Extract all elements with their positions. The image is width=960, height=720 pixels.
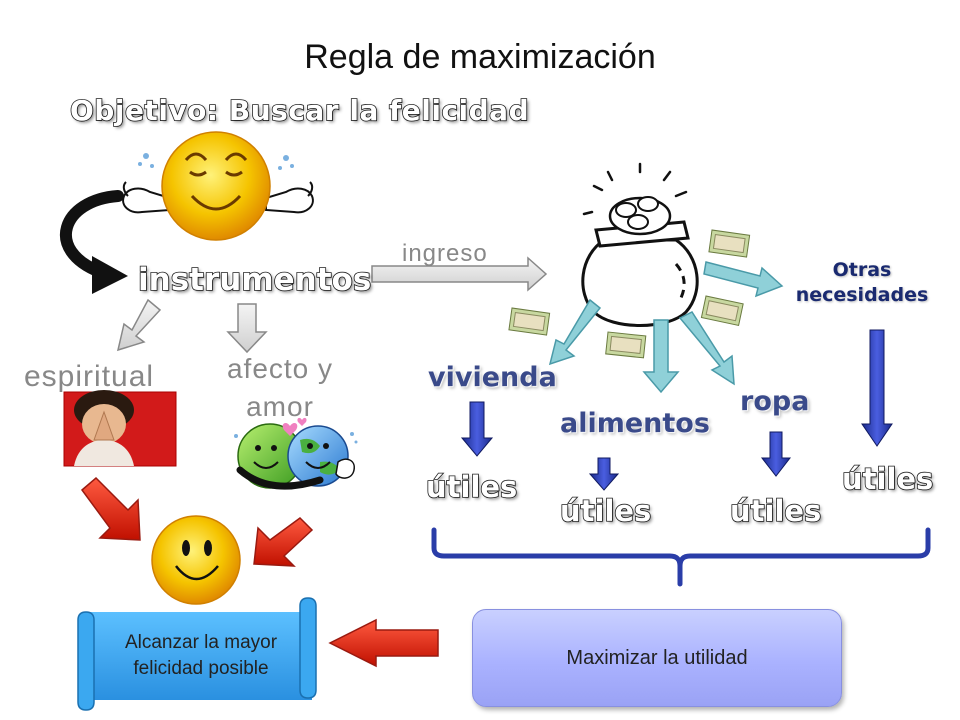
utiles-otras: útiles — [841, 461, 934, 497]
maximize-utility-box: Maximizar la utilidad — [472, 609, 842, 707]
objective-heading: Objetivo: Buscar la felicidad — [69, 93, 530, 128]
arrow-to-otras — [703, 261, 784, 298]
arrow-to-espiritual — [116, 298, 162, 352]
arrow-alimentos-utiles — [588, 457, 620, 491]
goal-line-1: Alcanzar la mayor — [124, 632, 278, 653]
otras-line-1: Otras — [832, 259, 892, 281]
ropa-label: ropa — [740, 386, 810, 417]
allocation-arrows — [548, 261, 784, 394]
praying-person-icon — [63, 390, 177, 467]
alimentos-label: alimentos — [560, 408, 710, 439]
ingreso-arrow — [371, 256, 548, 292]
espiritual-label: espiritual — [24, 360, 155, 393]
utiles-vivienda: útiles — [425, 469, 518, 505]
arrow-vivienda-utiles — [460, 401, 494, 457]
red-arrow-left — [80, 476, 141, 541]
otras-line-2: necesidades — [795, 284, 929, 306]
banknote-icon — [508, 229, 751, 359]
ingreso-label: ingreso — [402, 240, 488, 267]
curved-arrow-icon — [59, 190, 128, 294]
goal-line-2: felicidad posible — [133, 658, 269, 679]
afecto-line-1: afecto y — [226, 353, 334, 384]
afecto-label: afecto y amor — [205, 350, 355, 426]
instrumentos-label: instrumentos — [137, 261, 372, 299]
small-smiley-icon — [151, 515, 241, 605]
utiles-ropa: útiles — [729, 493, 822, 529]
red-arrow-right — [253, 517, 314, 567]
afecto-line-2: amor — [246, 391, 314, 422]
arrow-to-alimentos — [642, 319, 680, 394]
otras-necesidades-label: Otras necesidades — [782, 258, 942, 308]
goal-text: Alcanzar la mayor felicidad posible — [92, 620, 310, 692]
utility-arrows — [460, 329, 893, 491]
vivienda-label: vivienda — [428, 362, 557, 393]
utiles-alimentos: útiles — [559, 493, 652, 529]
arrow-to-afecto — [226, 303, 268, 354]
goal-scroll — [77, 597, 317, 711]
arrow-otras-utiles — [861, 329, 893, 447]
arrow-to-ropa — [678, 311, 735, 386]
page-title: Regla de maximización — [304, 38, 656, 76]
arrow-to-goal — [328, 618, 439, 668]
happy-smiley-icon — [122, 131, 314, 241]
arrow-to-vivienda — [548, 298, 602, 366]
hugging-globes-icon — [234, 417, 358, 490]
maximize-utility-text: Maximizar la utilidad — [566, 646, 748, 669]
arrow-ropa-utiles — [760, 431, 792, 477]
grouping-brace — [431, 527, 931, 587]
money-bag-icon — [581, 162, 699, 327]
